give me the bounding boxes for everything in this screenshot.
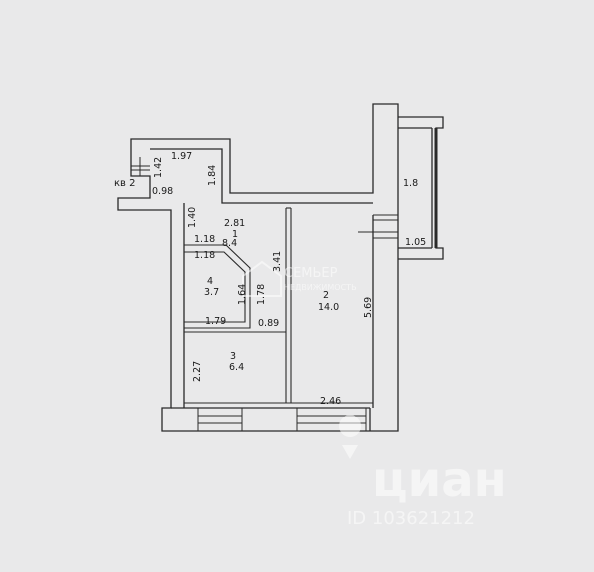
dim-1-79: 1.79 xyxy=(205,316,226,327)
dim-2-81: 2.81 xyxy=(224,218,245,229)
dim-1-18-top: 1.18 xyxy=(194,234,215,245)
dim-0-89: 0.89 xyxy=(258,318,279,329)
dim-1-84: 1.84 xyxy=(207,165,218,186)
room-1-number: 1 xyxy=(232,229,238,240)
dim-2-27: 2.27 xyxy=(192,361,203,382)
interior-walls xyxy=(184,207,373,404)
balcony xyxy=(398,116,444,260)
dim-2-46: 2.46 xyxy=(320,396,341,407)
watermark-listing-id: ID 103621212 xyxy=(347,508,475,529)
watermark-agency: СЕМЬЕР xyxy=(284,266,338,281)
apartment-label: кв 2 xyxy=(114,178,135,189)
room-4-number: 4 xyxy=(207,276,213,287)
room-3-number: 3 xyxy=(230,351,236,362)
dim-1-42: 1.42 xyxy=(153,157,164,178)
room-2-area: 14.0 xyxy=(318,302,339,313)
room-3-area: 6.4 xyxy=(229,362,244,373)
watermark-agency-sub: НЕДВИЖИМОСТЬ xyxy=(284,283,357,292)
dim-1-40: 1.40 xyxy=(187,207,198,228)
dim-5-69: 5.69 xyxy=(363,297,374,318)
watermark-brand: циан xyxy=(372,452,507,508)
room-1-area: 8.4 xyxy=(222,238,237,249)
dim-1-18-bottom: 1.18 xyxy=(194,250,215,261)
dim-1-97: 1.97 xyxy=(171,151,192,162)
dim-3-41: 3.41 xyxy=(272,251,283,272)
dim-0-98: 0.98 xyxy=(152,186,173,197)
dim-1-8: 1.8 xyxy=(403,178,418,189)
outer-walls xyxy=(117,103,399,432)
room-2-number: 2 xyxy=(323,290,329,301)
agency-logo-icon xyxy=(242,260,282,297)
dim-1-78: 1.78 xyxy=(256,284,267,305)
room-4-area: 3.7 xyxy=(204,287,219,298)
watermark: СЕМЬЕР НЕДВИЖИМОСТЬ циан ID 103621212 xyxy=(242,260,507,529)
dim-1-05: 1.05 xyxy=(405,237,426,248)
balcony-door xyxy=(358,214,398,239)
map-pin-icon xyxy=(339,415,362,459)
dim-1-64: 1.64 xyxy=(237,284,248,305)
